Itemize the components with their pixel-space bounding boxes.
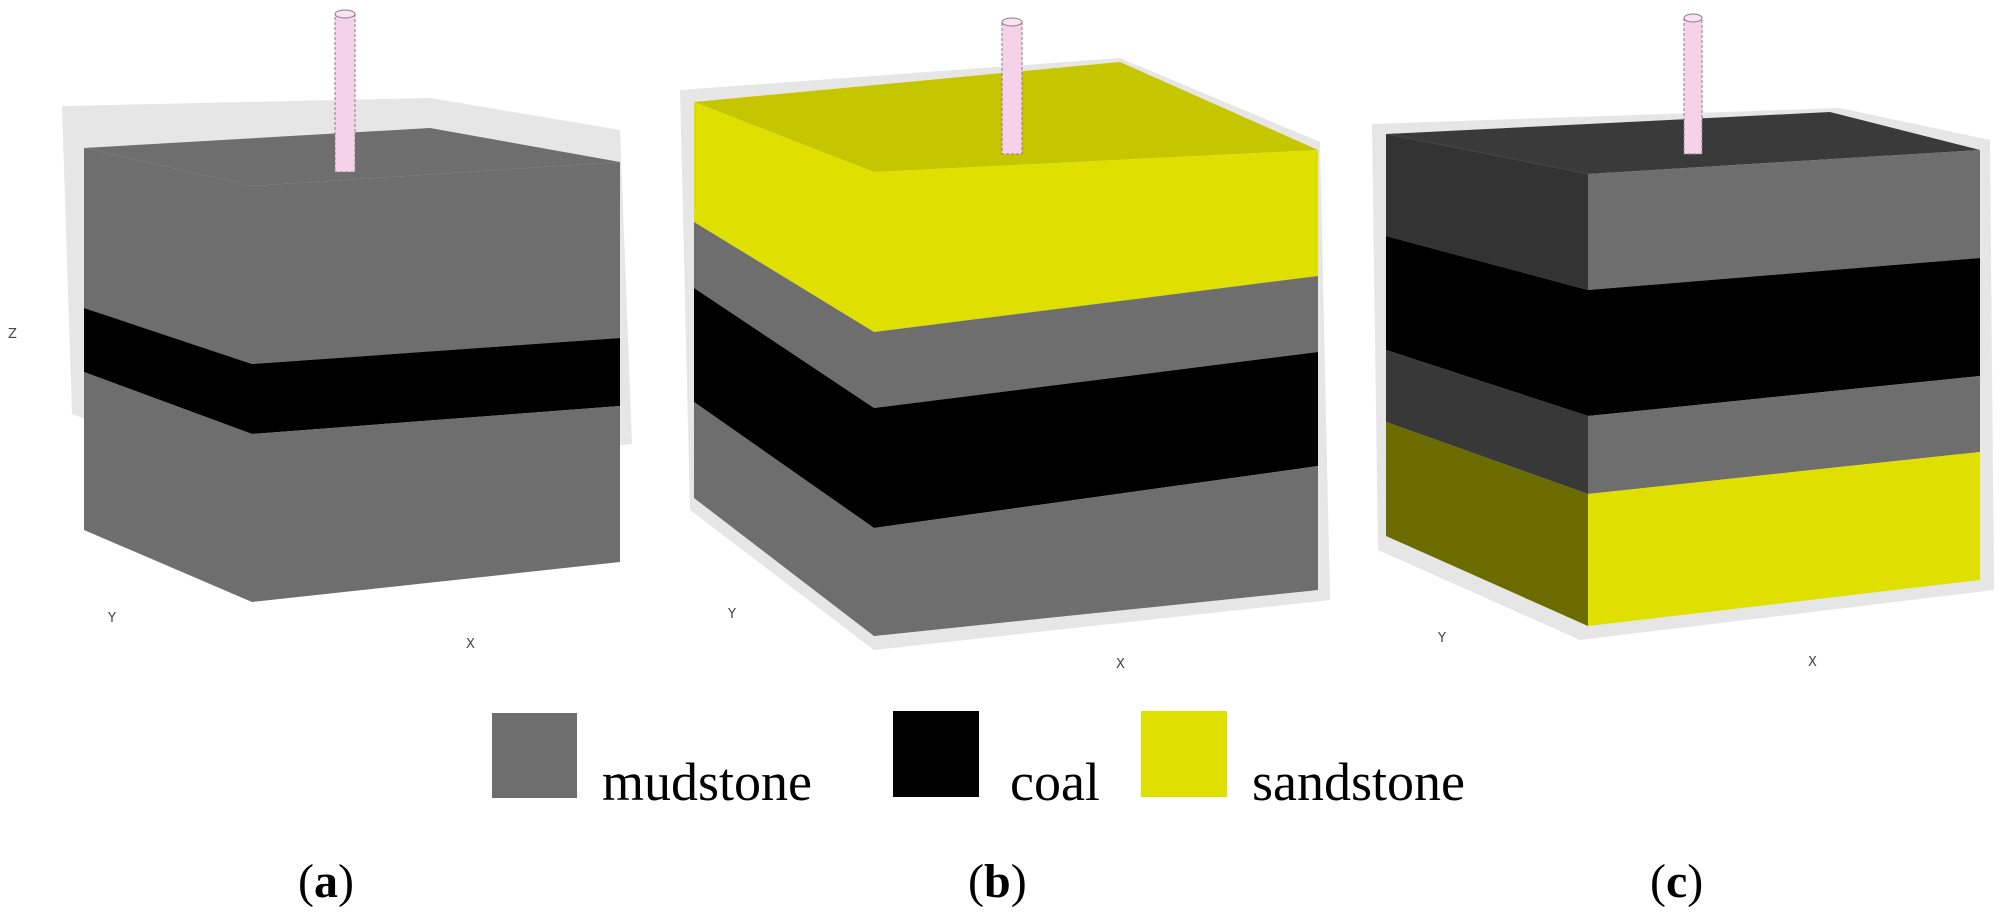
panel-c-right-sandstone <box>1588 452 1980 626</box>
panel-b-left-mudstone-lower <box>694 402 874 636</box>
legend-swatch-sandstone <box>1141 711 1227 797</box>
panel-c-left-coal <box>1386 236 1588 416</box>
panel-c-model: Y X <box>1372 13 1994 670</box>
panel-b-left-sandstone <box>694 102 874 332</box>
panel-a-well <box>334 9 356 173</box>
panel-c-well <box>1683 13 1703 155</box>
panel-b-right-mudstone-upper <box>874 276 1318 408</box>
panel-a-left-mudstone-upper <box>84 148 252 364</box>
legend-swatch-mudstone <box>492 713 577 798</box>
panel-b-right-mudstone-lower <box>874 466 1318 636</box>
panel-c-axis-x-label: X <box>1808 655 1817 670</box>
panel-a-model: Z Y X <box>8 9 632 652</box>
panel-b-right-coal <box>874 352 1318 528</box>
panel-a-right-coal <box>252 338 620 434</box>
legend-swatch-coal <box>893 711 979 797</box>
panel-c-right-mudstone-upper <box>1588 150 1980 290</box>
panel-b-label: (b) <box>968 855 1027 908</box>
panel-c-top-face <box>1386 112 1980 174</box>
panel-a-label: (a) <box>298 855 354 908</box>
panel-b-model: Y X <box>680 17 1330 672</box>
panel-b-right-sandstone <box>874 150 1318 332</box>
panel-a-right-mudstone-lower <box>252 406 620 602</box>
panel-a-axis-y-label: Y <box>107 611 116 626</box>
legend-label-sandstone: sandstone <box>1252 752 1465 812</box>
panel-c-left-mudstone-lower <box>1386 350 1588 494</box>
legend-label-coal: coal <box>1010 752 1100 812</box>
panel-c-right-coal <box>1588 258 1980 416</box>
panel-a-axis-x-label: X <box>466 637 475 652</box>
panel-c-right-mudstone-lower <box>1588 376 1980 494</box>
panel-a-axis-z-label: Z <box>8 327 17 342</box>
legend: mudstone coal sandstone <box>492 711 1465 812</box>
panel-b-left-mudstone-upper <box>694 222 874 408</box>
panel-b-axis-x-label: X <box>1116 657 1125 672</box>
panel-a-left-coal <box>84 308 252 434</box>
panel-a-right-mudstone-upper <box>252 162 620 364</box>
panel-b-well <box>1001 17 1023 155</box>
panel-c-axis-y-label: Y <box>1437 631 1446 646</box>
panel-c-label: (c) <box>1650 855 1703 908</box>
panel-b-axis-y-label: Y <box>727 607 736 622</box>
legend-label-mudstone: mudstone <box>602 752 812 812</box>
panel-a-left-mudstone-lower <box>84 372 252 602</box>
panel-c-left-sandstone <box>1386 422 1588 626</box>
panel-b-left-coal <box>694 288 874 528</box>
panel-c-left-mudstone-upper <box>1386 134 1588 290</box>
